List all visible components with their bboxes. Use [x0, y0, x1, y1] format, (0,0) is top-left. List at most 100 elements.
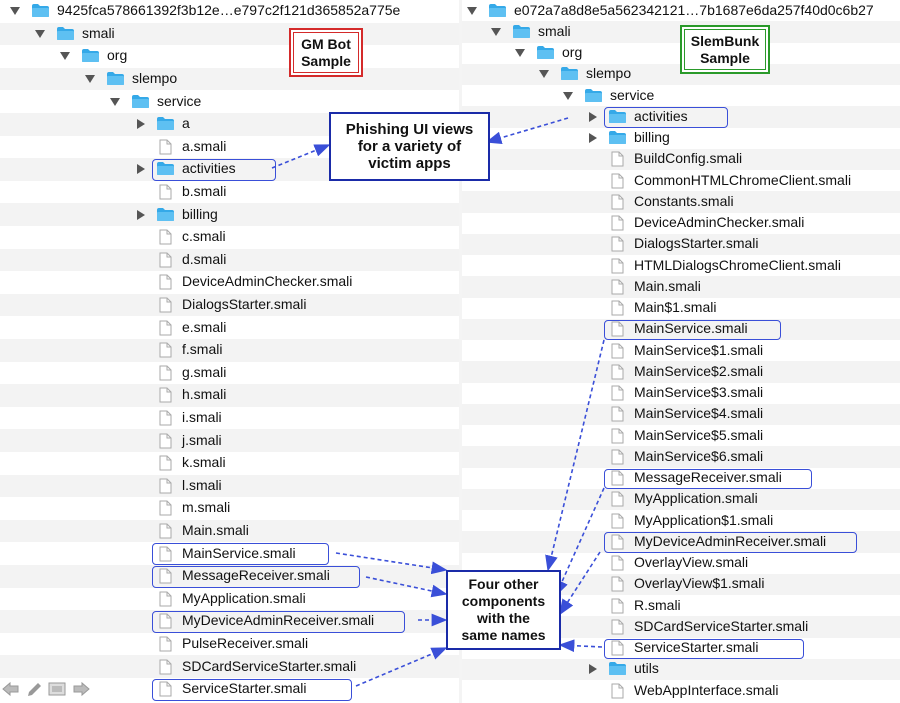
tree-row-main-smali[interactable]: Main.smali — [462, 276, 900, 298]
tree-row-b-smali[interactable]: b.smali — [0, 181, 459, 204]
tree-row-label: slempo — [586, 65, 632, 82]
tree-row-sdcardservicestarter-smali[interactable]: SDCardServiceStarter.smali — [462, 616, 900, 638]
tree-row-h-smali[interactable]: h.smali — [0, 384, 459, 407]
disclosure-expanded-icon[interactable] — [467, 6, 477, 15]
tree-row-label: MyDeviceAdminReceiver.smali — [634, 532, 827, 549]
disclosure-expanded-icon[interactable] — [35, 29, 45, 38]
tree-row-overlayview-1-smali[interactable]: OverlayView$1.smali — [462, 573, 900, 595]
tree-row-dialogsstarter-smali[interactable]: DialogsStarter.smali — [462, 233, 900, 255]
tree-row-mainservice-6-smali[interactable]: MainService$6.smali — [462, 446, 900, 468]
tree-row-htmldialogschromeclient-smali[interactable]: HTMLDialogsChromeClient.smali — [462, 255, 900, 276]
disclosure-expanded-icon[interactable] — [515, 49, 525, 58]
tree-row-a-smali[interactable]: a.smali — [0, 136, 459, 159]
tree-row-l-smali[interactable]: l.smali — [0, 474, 459, 498]
tree-row-messagereceiver-smali[interactable]: MessageReceiver.smali — [462, 468, 900, 489]
tree-row-mainservice-1-smali[interactable]: MainService$1.smali — [462, 340, 900, 361]
tree-row-deviceadminchecker-smali[interactable]: DeviceAdminChecker.smali — [462, 213, 900, 234]
forward-arrow-icon[interactable] — [72, 681, 90, 697]
file-icon — [159, 546, 172, 562]
tree-row-i-smali[interactable]: i.smali — [0, 407, 459, 430]
tree-row-service[interactable]: service — [462, 85, 900, 106]
disclosure-expanded-icon[interactable] — [10, 7, 20, 16]
tree-row-servicestarter-smali[interactable]: ServiceStarter.smali — [462, 638, 900, 659]
tree-row-billing[interactable]: billing — [462, 128, 900, 149]
tree-row-dialogsstarter-smali[interactable]: DialogsStarter.smali — [0, 293, 459, 317]
tree-row-mainservice-smali[interactable]: MainService.smali — [0, 542, 459, 565]
tree-row-label: service — [610, 86, 655, 103]
disclosure-collapsed-icon[interactable] — [589, 664, 597, 675]
disclosure-expanded-icon[interactable] — [85, 75, 95, 84]
tree-row-label: MessageReceiver.smali — [182, 567, 330, 584]
tree-row-service[interactable]: service — [0, 90, 459, 113]
disclosure-expanded-icon[interactable] — [110, 97, 120, 106]
tree-row-utils[interactable]: utils — [462, 658, 900, 680]
list-icon[interactable] — [48, 681, 66, 697]
file-icon — [611, 343, 624, 359]
tree-row-sdcardservicestarter-smali[interactable]: SDCardServiceStarter.smali — [0, 655, 459, 678]
disclosure-collapsed-icon[interactable] — [589, 111, 597, 122]
tree-row-org[interactable]: org — [462, 43, 900, 64]
tree-row-f-smali[interactable]: f.smali — [0, 339, 459, 362]
tree-row-label: MainService.smali — [182, 544, 296, 561]
disclosure-collapsed-icon[interactable] — [137, 164, 145, 175]
tree-row-c-smali[interactable]: c.smali — [0, 226, 459, 249]
tree-row-label: MainService$4.smali — [634, 405, 764, 422]
tree-row-servicestarter-smali[interactable]: ServiceStarter.smali — [0, 678, 459, 701]
disclosure-expanded-icon[interactable] — [60, 52, 70, 61]
tree-row-myapplication-smali[interactable]: MyApplication.smali — [0, 588, 459, 611]
disclosure-collapsed-icon[interactable] — [589, 133, 597, 144]
tree-row-e-smali[interactable]: e.smali — [0, 316, 459, 339]
tree-row-label: ServiceStarter.smali — [634, 639, 759, 656]
tree-row-mydeviceadminreceiver-smali[interactable]: MyDeviceAdminReceiver.smali — [462, 531, 900, 553]
tree-row-d-smali[interactable]: d.smali — [0, 248, 459, 272]
tree-row-m-smali[interactable]: m.smali — [0, 497, 459, 520]
tree-row-myapplication-1-smali[interactable]: MyApplication$1.smali — [462, 510, 900, 531]
tree-row-label: i.smali — [182, 409, 222, 426]
phishing-ui-callout: Phishing UI views for a variety of victi… — [329, 112, 490, 181]
tree-row-slempo[interactable]: slempo — [462, 63, 900, 85]
tree-row-org[interactable]: org — [0, 45, 459, 68]
folder-icon — [132, 94, 149, 108]
highlight-box-mainservice-smali — [604, 319, 781, 340]
folder-icon — [585, 88, 602, 102]
file-icon — [611, 385, 624, 401]
pencil-icon[interactable] — [26, 680, 42, 698]
tree-row-constants-smali[interactable]: Constants.smali — [462, 191, 900, 213]
tree-row-pulsereceiver-smali[interactable]: PulseReceiver.smali — [0, 633, 459, 656]
tree-row-r-smali[interactable]: R.smali — [462, 595, 900, 616]
tree-row-mydeviceadminreceiver-smali[interactable]: MyDeviceAdminReceiver.smali — [0, 610, 459, 633]
tree-row-e072a7a8d8e5a562342121-7b1687e6da257f40d0c6b27[interactable]: e072a7a8d8e5a562342121…7b1687e6da257f40d… — [462, 0, 900, 21]
tree-row-mainservice-5-smali[interactable]: MainService$5.smali — [462, 425, 900, 446]
tree-row-label: WebAppInterface.smali — [634, 681, 779, 698]
file-icon — [611, 236, 624, 252]
tree-row-mainservice-smali[interactable]: MainService.smali — [462, 318, 900, 340]
tree-row-mainservice-2-smali[interactable]: MainService$2.smali — [462, 361, 900, 383]
tree-row-mainservice-3-smali[interactable]: MainService$3.smali — [462, 383, 900, 404]
tree-row-deviceadminchecker-smali[interactable]: DeviceAdminChecker.smali — [0, 271, 459, 294]
tree-row-buildconfig-smali[interactable]: BuildConfig.smali — [462, 148, 900, 170]
tree-row-9425fca578661392f3b12e-e797c2f121d365852a775e[interactable]: 9425fca578661392f3b12e…e797c2f121d365852… — [0, 0, 459, 23]
tree-row-billing[interactable]: billing — [0, 203, 459, 226]
disclosure-expanded-icon[interactable] — [491, 27, 501, 36]
tree-row-mainservice-4-smali[interactable]: MainService$4.smali — [462, 403, 900, 425]
disclosure-expanded-icon[interactable] — [539, 70, 549, 79]
tree-row-messagereceiver-smali[interactable]: MessageReceiver.smali — [0, 565, 459, 588]
tree-row-activities[interactable]: activities — [462, 106, 900, 128]
tree-row-main-smali[interactable]: Main.smali — [0, 519, 459, 543]
disclosure-expanded-icon[interactable] — [563, 91, 573, 100]
tree-row-commonhtmlchromeclient-smali[interactable]: CommonHTMLChromeClient.smali — [462, 170, 900, 191]
disclosure-collapsed-icon[interactable] — [137, 119, 145, 130]
tree-row-overlayview-smali[interactable]: OverlayView.smali — [462, 553, 900, 574]
back-arrow-icon[interactable] — [2, 681, 20, 697]
tree-row-myapplication-smali[interactable]: MyApplication.smali — [462, 488, 900, 510]
tree-row-main-1-smali[interactable]: Main$1.smali — [462, 298, 900, 319]
pane-divider[interactable] — [459, 0, 462, 703]
tree-row-j-smali[interactable]: j.smali — [0, 429, 459, 452]
tree-row-label: MyApplication.smali — [182, 589, 306, 606]
tree-row-k-smali[interactable]: k.smali — [0, 452, 459, 475]
folder-icon — [82, 49, 99, 63]
disclosure-collapsed-icon[interactable] — [137, 209, 145, 220]
tree-row-webappinterface-smali[interactable]: WebAppInterface.smali — [462, 680, 900, 701]
tree-row-g-smali[interactable]: g.smali — [0, 362, 459, 385]
arrow-right-mainservice — [545, 339, 605, 572]
